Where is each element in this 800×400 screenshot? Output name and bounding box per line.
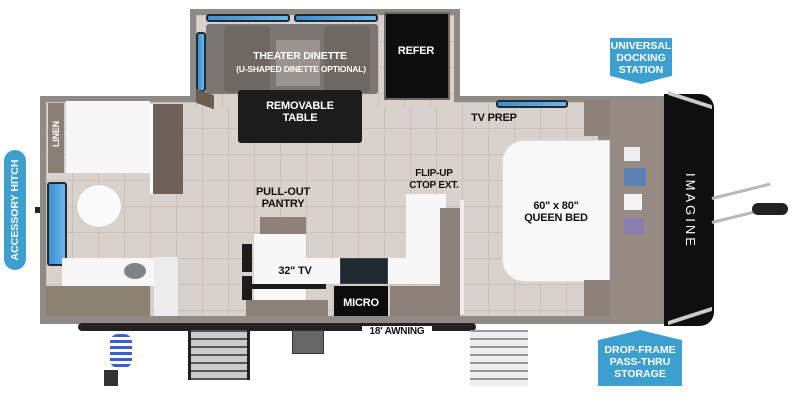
tv-cabinet (246, 300, 328, 316)
slide-window-side (196, 32, 206, 92)
wardrobe-item-1 (624, 147, 640, 161)
awning (78, 323, 476, 331)
brand-logo: IMAGINE (683, 173, 698, 249)
flip-up-ctop-label: FLIP-UP CTOP EXT. (409, 168, 459, 191)
cabinet-post (460, 200, 464, 314)
micro-label: MICRO (343, 297, 379, 309)
removable-table (238, 90, 362, 143)
stove (340, 258, 388, 284)
tv-label: 32" TV (278, 265, 312, 277)
nightstand-bottom (584, 280, 610, 316)
universal-docking-station-callout: UNIVERSAL DOCKING STATION (610, 38, 672, 84)
entry-steps-front (470, 330, 528, 386)
theater-seat-right (324, 26, 370, 92)
slide-window-top-right (294, 14, 378, 22)
toilet (76, 184, 122, 228)
pull-out-pantry-label: PULL-OUT PANTRY (255, 186, 310, 210)
rear-bumper (35, 207, 40, 213)
tv-prep-label: TV PREP (471, 112, 517, 124)
hitch-coupler (752, 203, 788, 215)
shower (66, 101, 150, 173)
sewer-valve (104, 370, 118, 386)
wardrobe-item-3 (624, 194, 642, 210)
kitchen-cabinet (440, 208, 460, 316)
wardrobe-item-4 (624, 218, 644, 234)
theater-seat-left (224, 26, 270, 92)
refrigerator (384, 12, 450, 100)
front-cap (664, 94, 714, 326)
bath-window (47, 182, 67, 266)
linen-cabinet (48, 103, 64, 173)
awning-label: 18' AWNING (362, 326, 432, 338)
pantry (260, 217, 306, 235)
universal-docking-station-label: UNIVERSAL DOCKING STATION (610, 40, 672, 76)
accessory-hitch-callout: ACCESSORY HITCH (4, 150, 26, 270)
drop-frame-storage-callout: DROP-FRAME PASS-THRU STORAGE (598, 330, 682, 386)
front-window (496, 100, 568, 108)
nightstand-top (584, 100, 610, 136)
drop-frame-storage-label: DROP-FRAME PASS-THRU STORAGE (604, 344, 676, 380)
theater-dinette-label: THEATER DINETTE (253, 50, 347, 62)
sink (124, 263, 146, 279)
queen-bed-label: 60" x 80" QUEEN BED (524, 200, 588, 224)
tv-stand (250, 284, 326, 289)
closet (154, 257, 178, 316)
bath-door (150, 104, 183, 194)
kitchen-sink-counter (406, 194, 446, 284)
slide-window-top-left (206, 14, 290, 22)
removable-table-label: REMOVABLE TABLE (266, 100, 334, 124)
tv-side-left-2 (242, 276, 252, 300)
entry-steps-rear (188, 330, 250, 380)
refer-label: REFER (397, 45, 435, 57)
microwave (334, 286, 388, 316)
utility-panel (46, 286, 150, 316)
sewer-hose (110, 334, 132, 368)
queen-bed (502, 140, 610, 282)
dinette-optional-label: (U-SHAPED DINETTE OPTIONAL) (236, 64, 366, 74)
accessory-hitch-label: ACCESSORY HITCH (9, 159, 21, 261)
lower-cabinet (390, 286, 444, 316)
tv-side-left (242, 244, 252, 272)
utility-box (292, 330, 324, 354)
theater-console (276, 40, 320, 86)
wardrobe-item-2 (624, 168, 646, 186)
linen-label: LINEN (51, 121, 61, 148)
a-frame-top (711, 182, 771, 200)
